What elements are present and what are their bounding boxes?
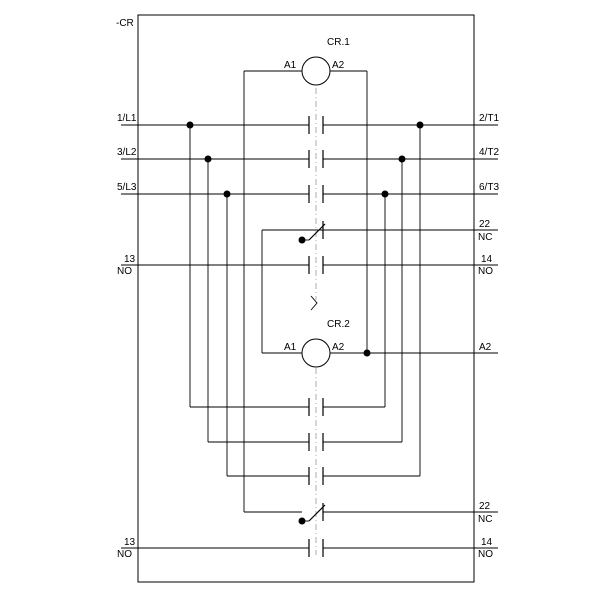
coil-cr1 [244, 56, 367, 86]
aux-no-contact-upper [121, 256, 498, 274]
main-row-l2 [121, 150, 498, 168]
coil-cr1-name: CR.1 [327, 37, 350, 48]
terminal-label-nc-lower: NC [478, 514, 492, 525]
terminal-label-14-num-lower: 14 [481, 537, 493, 548]
lower-contact-row-1 [189, 125, 386, 416]
terminal-label-14-num-upper: 14 [481, 254, 493, 265]
coil-cr2-a1-label: A1 [284, 342, 297, 353]
terminal-label-6-t3: 6/T3 [479, 182, 499, 193]
main-row-l3 [121, 185, 498, 203]
junction-dot-l1-right [416, 121, 424, 129]
junction-dot-nc-upper [298, 236, 306, 244]
aux-nc-contact-upper [261, 221, 498, 354]
terminal-label-1-l1: 1/L1 [117, 113, 137, 124]
terminal-label-2-t1: 2/T1 [479, 113, 499, 124]
coil-cr1-a2-label: A2 [332, 60, 345, 71]
coil-cr1-a1-label: A1 [284, 60, 297, 71]
aux-nc-contact-lower [244, 503, 498, 522]
main-row-l1 [121, 116, 498, 134]
lower-contact-row-3 [226, 125, 421, 485]
coil-cr2-a2-label: A2 [332, 342, 345, 353]
coil-cr2 [301, 338, 498, 368]
junction-dot-nc-lower [298, 517, 306, 525]
aux-no-contact-lower [121, 539, 498, 557]
junction-dot-l2-left [204, 155, 212, 163]
junction-dot-l2-right [398, 155, 406, 163]
terminal-label-5-l3: 5/L3 [117, 182, 137, 193]
terminal-label-a2-right: A2 [479, 342, 492, 353]
device-tag-label: -CR [116, 18, 134, 29]
junction-dot-l3-right [381, 190, 389, 198]
terminal-label-4-t2: 4/T2 [479, 147, 499, 158]
terminal-label-no-left-upper: NO [117, 266, 132, 277]
terminal-label-no-right-lower: NO [478, 549, 493, 560]
terminal-label-22-num-upper: 22 [479, 219, 491, 230]
junction-dot-l3-left [223, 190, 231, 198]
lower-contact-row-2 [207, 159, 403, 451]
terminal-label-nc-upper: NC [478, 232, 492, 243]
junction-dot-cr2-a2 [363, 349, 371, 357]
junction-dot-l1-left [186, 121, 194, 129]
coil-cr2-name: CR.2 [327, 319, 350, 330]
linkage-arrow-marker [310, 295, 318, 311]
terminal-label-22-num-lower: 22 [479, 501, 491, 512]
terminal-label-3-l2: 3/L2 [117, 147, 137, 158]
terminal-label-13-num-upper: 13 [124, 254, 136, 265]
terminal-label-no-left-lower: NO [117, 549, 132, 560]
terminal-label-13-num-lower: 13 [124, 537, 136, 548]
device-frame [137, 14, 475, 583]
terminal-label-no-right-upper: NO [478, 266, 493, 277]
